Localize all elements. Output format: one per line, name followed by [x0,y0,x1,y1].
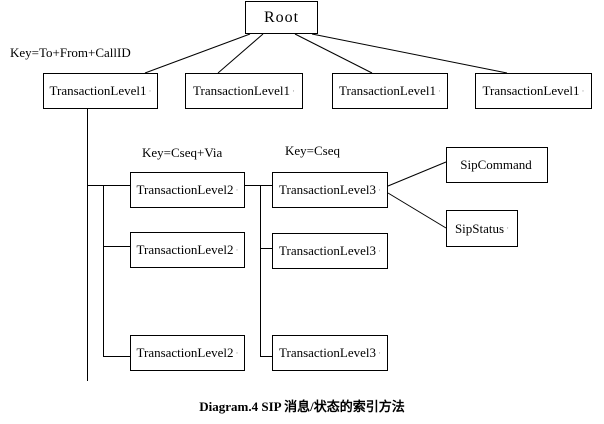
node-label: SipCommand [460,157,532,172]
paragraph-mark: · [378,347,381,358]
node-label: TransactionLevel2 [136,242,234,257]
node-label: TransactionLevel2 [136,345,234,360]
paragraph-mark: · [506,223,510,233]
transaction-level3-node-1: TransactionLevel3· [272,172,388,208]
node-label: TransactionLevel1 [193,83,290,98]
paragraph-mark: · [378,184,381,195]
sip-status-node: SipStatus· [446,210,518,247]
transaction-level1-node-1: TransactionLevel1· [43,73,158,109]
key-label-level2: Key=Cseq+Via [142,145,223,160]
paragraph-mark: · [292,85,295,96]
transaction-level3-node-2: TransactionLevel3· [272,233,388,269]
node-label: SipStatus [454,220,505,236]
sip-command-node: SipCommand [446,147,548,183]
transaction-level2-node-3: TransactionLevel2· [130,335,245,371]
diagram-caption: Diagram.4 SIP 消息/状态的索引方法 [199,399,405,414]
paragraph-mark: · [438,85,441,96]
node-label: TransactionLevel1 [482,83,580,98]
transaction-level1-node-2: TransactionLevel1· [185,73,303,109]
transaction-level3-node-3: TransactionLevel3· [272,335,388,371]
key-label-level1: Key=To+From+CallID [10,45,131,60]
transaction-level1-node-3: TransactionLevel1· [332,73,448,109]
transaction-level1-node-4: TransactionLevel1· [475,73,592,109]
paragraph-mark: · [378,245,381,256]
root-node: Root [245,1,318,34]
node-label: TransactionLevel3 [279,345,376,360]
paragraph-mark: · [235,347,239,358]
node-label: TransactionLevel3 [279,182,376,197]
transaction-level2-node-2: TransactionLevel2· [130,232,245,268]
paragraph-mark: · [581,85,585,96]
transaction-level2-node-1: TransactionLevel2· [130,172,245,208]
node-label: TransactionLevel1 [339,83,436,98]
node-label: TransactionLevel3 [279,243,376,258]
paragraph-mark: · [235,184,239,195]
node-label: TransactionLevel2 [136,182,234,197]
paragraph-mark: · [148,85,152,96]
paragraph-mark: · [235,244,239,255]
root-node-label: Root [263,8,300,26]
key-label-level3: Key=Cseq [285,143,340,158]
node-label: TransactionLevel1 [49,83,147,98]
